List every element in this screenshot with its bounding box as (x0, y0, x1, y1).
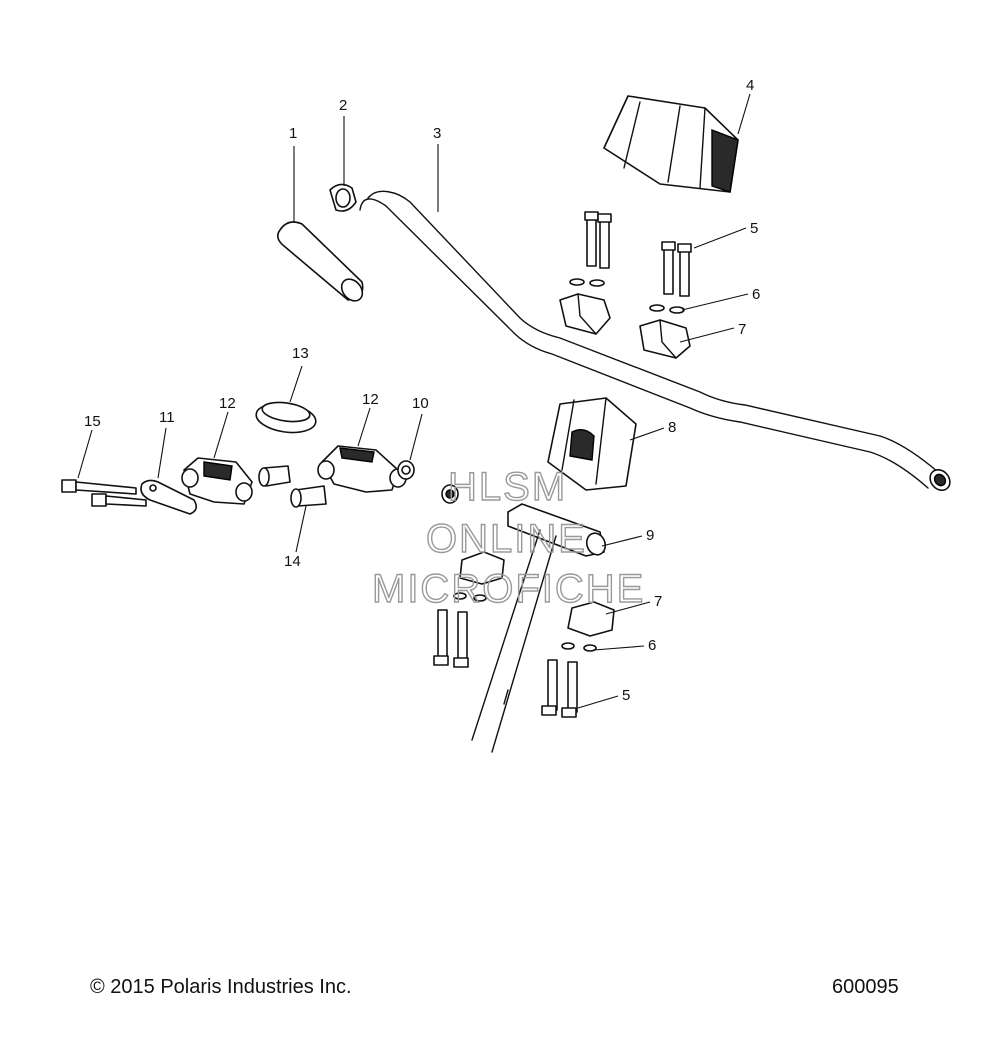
watermark: HLSM ONLINE MICROFICHE (371, 464, 645, 611)
callout-15: 15 (84, 413, 101, 430)
callout-5-lower: 5 (622, 687, 630, 704)
callout-13: 13 (292, 345, 309, 362)
clamp-12-right (317, 445, 407, 493)
callout-10: 10 (412, 395, 429, 412)
lower-clamp-right (541, 601, 615, 718)
callout-12-right: 12 (362, 391, 379, 408)
callout-7-lower: 7 (654, 593, 662, 610)
watermark-line2: ONLINE (426, 517, 587, 561)
callout-9: 9 (646, 527, 654, 544)
callout-3: 3 (433, 125, 441, 142)
callout-7-upper: 7 (738, 321, 746, 338)
ring (255, 401, 317, 434)
riser-block (547, 397, 637, 491)
figure-number: 600095 (832, 976, 899, 998)
callout-12-left: 12 (219, 395, 236, 412)
plate-11 (140, 479, 198, 515)
callout-labels: 1 2 3 4 5 6 7 8 9 10 11 12 12 13 14 15 7… (84, 77, 760, 704)
callout-11: 11 (159, 409, 175, 426)
spacer-14-lower (290, 485, 327, 508)
callout-5-upper: 5 (750, 220, 758, 237)
lower-clamp-left (433, 551, 505, 668)
callout-14: 14 (284, 553, 301, 570)
bolts-15 (61, 479, 147, 507)
upper-washers (569, 278, 685, 314)
callout-4: 4 (746, 77, 754, 94)
callout-1: 1 (289, 125, 297, 142)
callout-8: 8 (668, 419, 676, 436)
bar-end-plug (329, 183, 357, 212)
nut-10b (441, 484, 459, 504)
spacer-14-upper (258, 465, 291, 487)
clamp-12-left (181, 457, 253, 505)
handlebar (359, 190, 951, 492)
leader-lines (77, 93, 751, 709)
grip (276, 221, 364, 302)
steering-post (471, 503, 607, 753)
upper-clamps (559, 293, 691, 359)
callout-6-upper: 6 (752, 286, 760, 303)
handlebar-pad (603, 95, 739, 193)
watermark-line1: HLSM (448, 465, 567, 509)
copyright-text: © 2015 Polaris Industries Inc. (90, 976, 352, 998)
upper-bolts-right (661, 241, 692, 297)
callout-2: 2 (339, 97, 347, 114)
upper-bolts-left (584, 211, 612, 269)
watermark-line3: MICROFICHE (372, 567, 645, 611)
nut-10 (397, 460, 415, 480)
callout-6-lower: 6 (648, 637, 656, 654)
